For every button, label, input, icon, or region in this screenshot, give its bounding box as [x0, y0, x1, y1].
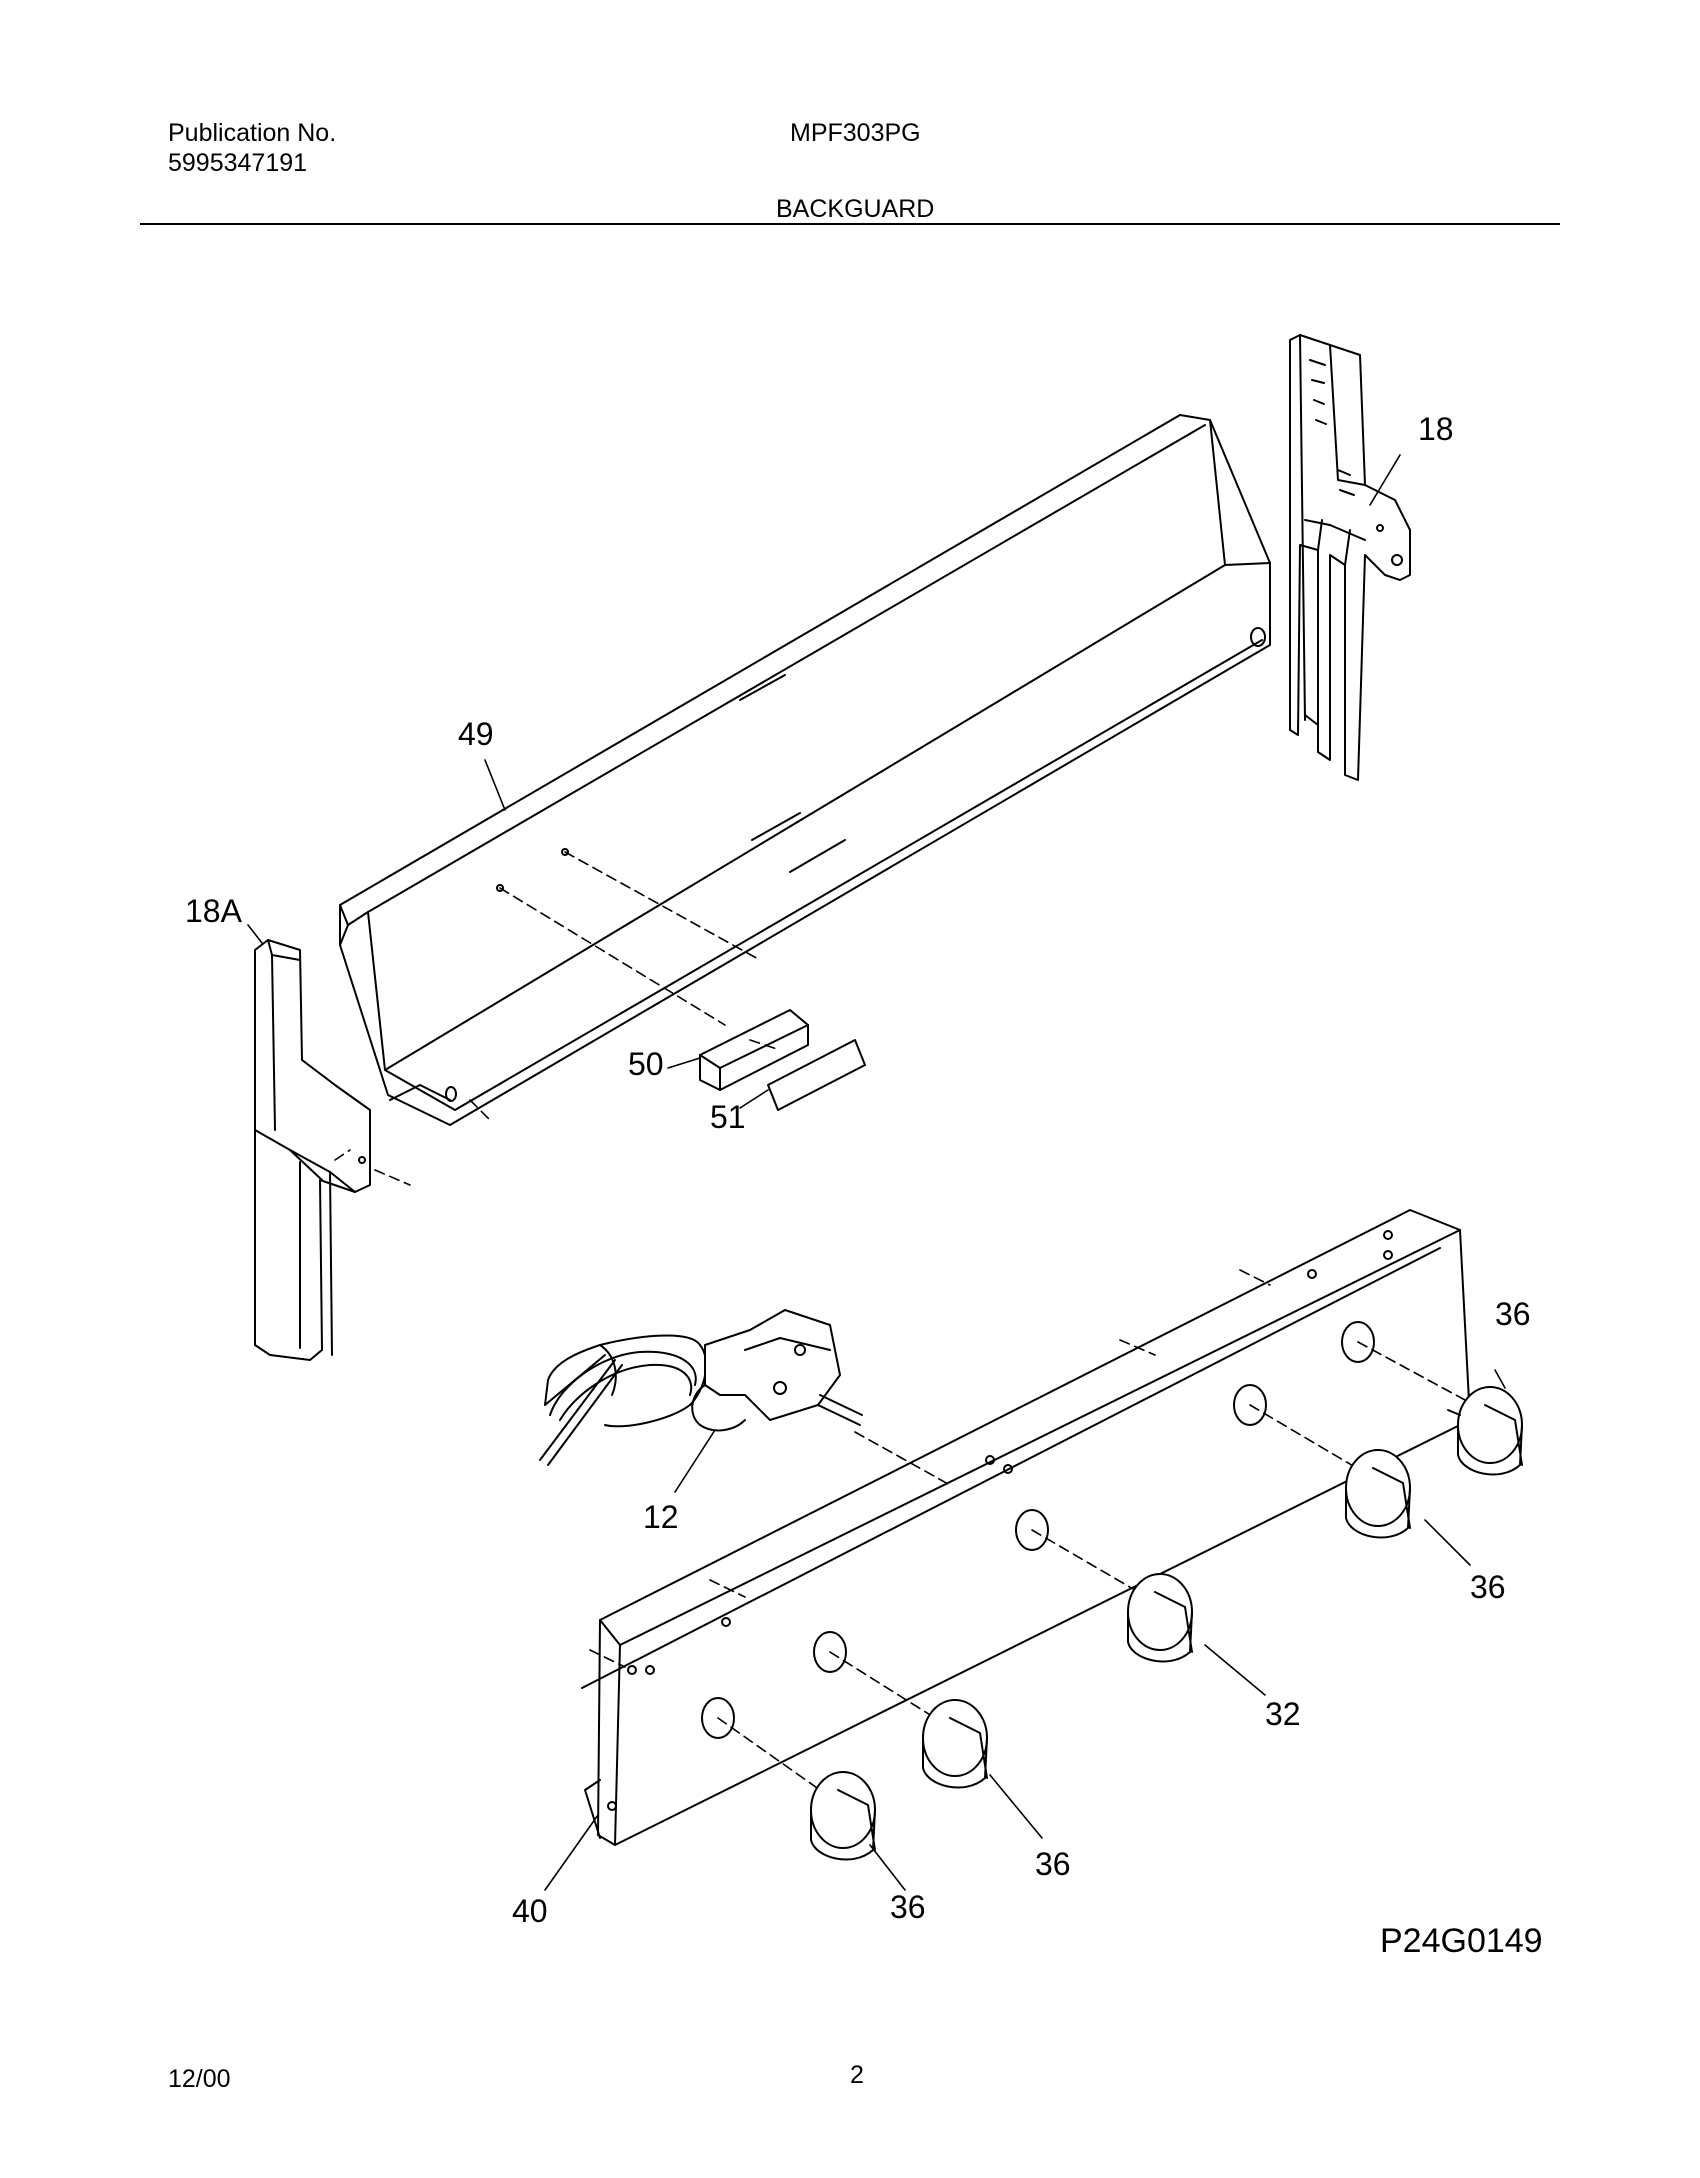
thermostat-valve-part-12 — [539, 1309, 863, 1466]
knob-part-36-b — [1345, 1449, 1411, 1539]
upper-assembly-lines — [334, 851, 781, 1186]
callout-40: 40 — [512, 1893, 548, 1929]
callout-51: 51 — [710, 1099, 746, 1135]
backguard-panel-part-49 — [339, 414, 1271, 1126]
footer-date: 12/00 — [168, 2065, 231, 2093]
callout-36-b: 36 — [1470, 1569, 1506, 1605]
page-number: 2 — [850, 2061, 864, 2089]
callout-36-c: 36 — [1035, 1846, 1071, 1882]
knob-part-36-a — [1447, 1386, 1523, 1476]
callout-49: 49 — [458, 716, 494, 752]
knob-part-36-c — [922, 1699, 988, 1789]
nameplate-part-50 — [699, 1009, 809, 1091]
model-number: MPF303PG — [790, 119, 921, 147]
leader-lines — [247, 454, 1506, 1891]
callout-18: 18 — [1418, 411, 1454, 447]
publication-number: 5995347191 — [168, 149, 308, 177]
control-panel-part-40 — [581, 1209, 1471, 1846]
callout-36-a: 36 — [1495, 1296, 1531, 1332]
figure-id: P24G0149 — [1380, 1922, 1543, 1960]
section-title: BACKGUARD — [776, 195, 935, 223]
lower-assembly-lines — [589, 1269, 1466, 1791]
callout-18a: 18A — [185, 893, 243, 929]
header-rule — [140, 223, 1560, 225]
end-bracket-part-18a — [254, 939, 371, 1361]
label-part-51 — [767, 1039, 866, 1111]
publication-label: Publication No. — [168, 119, 337, 147]
callout-36-d: 36 — [890, 1889, 926, 1925]
callout-12: 12 — [643, 1499, 679, 1535]
callout-50: 50 — [628, 1046, 664, 1082]
knob-part-32 — [1127, 1573, 1193, 1663]
callout-32: 32 — [1265, 1696, 1301, 1732]
end-bracket-part-18 — [1289, 334, 1411, 781]
knob-part-36-d — [810, 1771, 876, 1861]
